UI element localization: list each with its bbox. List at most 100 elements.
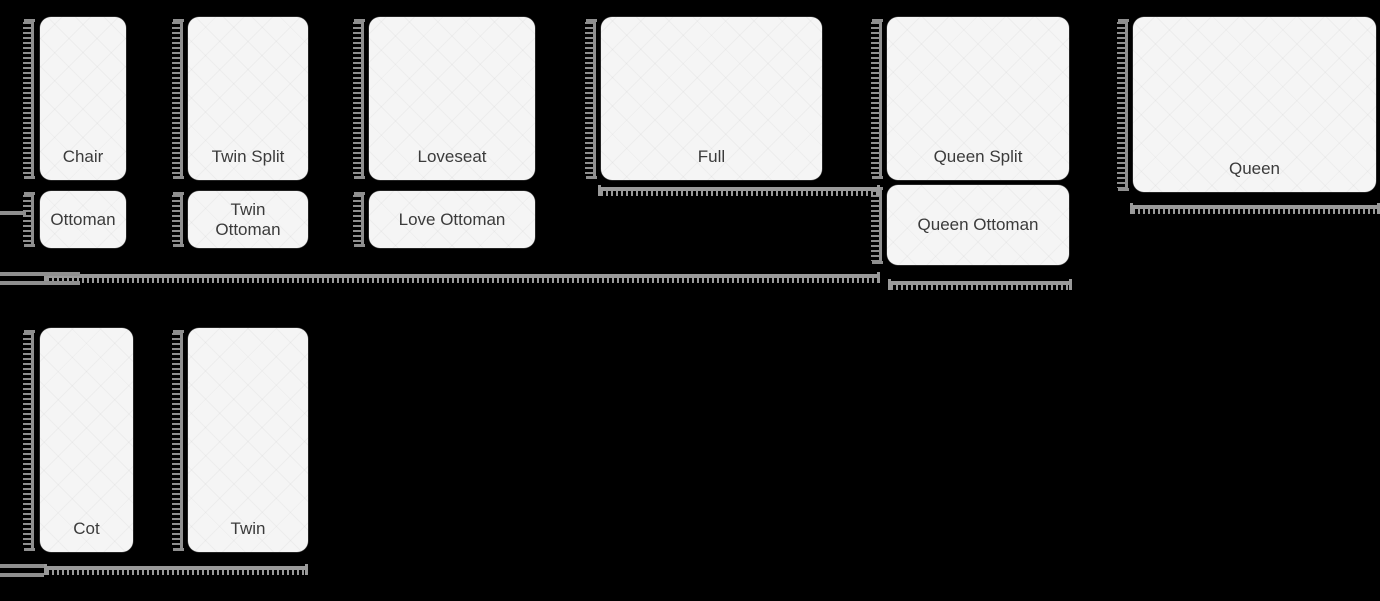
ruler-end-cap-bottom: [1118, 188, 1129, 191]
ruler-end-cap-left: [44, 272, 47, 283]
ruler-end-cap-right: [1069, 279, 1072, 290]
ruler-spine: [888, 281, 1072, 285]
mattress-card-cot[interactable]: Cot: [40, 328, 133, 552]
ruler-tick-marks: [47, 570, 305, 575]
ruler-end-cap-top: [1118, 19, 1129, 22]
ruler-spine: [180, 19, 183, 179]
ruler-end-cap-right: [305, 564, 308, 575]
ruler-end-cap-top: [24, 19, 35, 22]
mattress-card-label-twin: Twin: [230, 519, 266, 539]
ruler-end-cap-bottom: [24, 548, 35, 551]
stub-bottom-left-top: [0, 272, 80, 276]
ruler-queen-ottoman-width: [888, 279, 1072, 294]
ruler-tick-marks: [47, 278, 877, 283]
ruler-end-cap-top: [173, 19, 184, 22]
ruler-tick-marks: [891, 285, 1069, 290]
mattress-card-label-chair: Chair: [62, 147, 104, 167]
mattress-card-ottoman[interactable]: Ottoman: [40, 191, 126, 248]
ruler-end-cap-bottom: [872, 176, 883, 179]
mattress-card-label-cot: Cot: [73, 519, 100, 539]
ruler-tick-marks: [23, 22, 32, 176]
ruler-tick-marks: [871, 190, 880, 261]
ruler-full-width: [598, 185, 880, 200]
ruler-queen-width: [1130, 203, 1380, 218]
mattress-card-twin-ottoman[interactable]: Twin Ottoman: [188, 191, 308, 248]
ruler-end-cap-bottom: [173, 176, 184, 179]
ruler-tick-marks: [871, 22, 880, 176]
ruler-spine: [1125, 19, 1128, 191]
ruler-twin-split-height: [170, 19, 185, 179]
mattress-card-twin-split[interactable]: Twin Split: [188, 17, 308, 180]
ruler-tick-marks: [172, 333, 181, 548]
ruler-end-cap-bottom: [24, 244, 35, 247]
ruler-tick-marks: [23, 195, 32, 244]
ruler-spine: [361, 192, 364, 247]
ruler-end-cap-top: [173, 330, 184, 333]
stub-twin-row-lower: [0, 573, 44, 577]
ruler-end-cap-bottom: [173, 548, 184, 551]
ruler-tick-marks: [1117, 22, 1126, 188]
ruler-end-cap-top: [24, 330, 35, 333]
mattress-card-queen-ottoman[interactable]: Queen Ottoman: [887, 185, 1069, 265]
ruler-tick-marks: [601, 191, 877, 196]
ruler-end-cap-bottom: [586, 176, 597, 179]
ruler-tick-marks: [172, 22, 181, 176]
ruler-spine: [593, 19, 596, 179]
mattress-card-label-ottoman: Ottoman: [50, 209, 116, 229]
mattress-card-full[interactable]: Full: [601, 17, 822, 180]
ruler-loveseat-height: [351, 19, 366, 179]
mattress-card-label-full: Full: [697, 147, 726, 167]
ruler-tick-marks: [23, 333, 32, 548]
mattress-card-label-twin-ottoman: Twin Ottoman: [215, 199, 281, 239]
ruler-twin-height: [170, 330, 185, 551]
mattress-card-queen[interactable]: Queen: [1133, 17, 1376, 192]
stub-twin-row-baseline: [0, 564, 44, 568]
mattress-card-queen-split[interactable]: Queen Split: [887, 17, 1069, 180]
ruler-ottoman-row-width: [44, 272, 880, 287]
ruler-tick-marks: [585, 22, 594, 176]
ruler-end-cap-right: [1377, 203, 1380, 214]
ruler-end-cap-top: [173, 192, 184, 195]
mattress-card-label-queen-split: Queen Split: [933, 147, 1023, 167]
ruler-spine: [44, 566, 308, 570]
ruler-spine: [1130, 205, 1380, 209]
ruler-full-height: [583, 19, 598, 179]
ruler-end-cap-left: [598, 185, 601, 196]
ruler-spine: [879, 187, 882, 264]
ruler-end-cap-left: [888, 279, 891, 290]
ruler-end-cap-top: [24, 192, 35, 195]
ruler-end-cap-top: [354, 192, 365, 195]
ruler-spine: [31, 19, 34, 179]
ruler-tick-marks: [1133, 209, 1377, 214]
mattress-card-love-ottoman[interactable]: Love Ottoman: [369, 191, 535, 248]
ruler-twin-ottoman-height: [170, 192, 185, 247]
mattress-card-label-love-ottoman: Love Ottoman: [398, 209, 506, 229]
ruler-queen-split-height: [869, 19, 884, 179]
mattress-card-label-queen-ottoman: Queen Ottoman: [917, 215, 1039, 235]
mattress-card-chair[interactable]: Chair: [40, 17, 126, 180]
ruler-ottoman-height: [21, 192, 36, 247]
ruler-spine: [31, 330, 34, 551]
ruler-tick-marks: [353, 22, 362, 176]
ruler-queen-height: [1115, 19, 1130, 191]
mattress-card-label-twin-split: Twin Split: [211, 147, 285, 167]
stub-bottom-left-lower: [0, 281, 80, 285]
ruler-end-cap-bottom: [872, 261, 883, 264]
ruler-cot-height: [21, 330, 36, 551]
stub-ottoman-baseline: [0, 211, 26, 215]
ruler-end-cap-left: [44, 564, 47, 575]
mattress-card-label-loveseat: Loveseat: [417, 147, 487, 167]
ruler-end-cap-right: [877, 185, 880, 196]
ruler-spine: [180, 192, 183, 247]
ruler-end-cap-top: [586, 19, 597, 22]
ruler-end-cap-right: [877, 272, 880, 283]
ruler-love-ottoman-height: [351, 192, 366, 247]
ruler-end-cap-bottom: [173, 244, 184, 247]
ruler-end-cap-left: [1130, 203, 1133, 214]
mattress-card-twin[interactable]: Twin: [188, 328, 308, 552]
ruler-spine: [180, 330, 183, 551]
ruler-spine: [598, 187, 880, 191]
mattress-card-loveseat[interactable]: Loveseat: [369, 17, 535, 180]
ruler-tick-marks: [172, 195, 181, 244]
